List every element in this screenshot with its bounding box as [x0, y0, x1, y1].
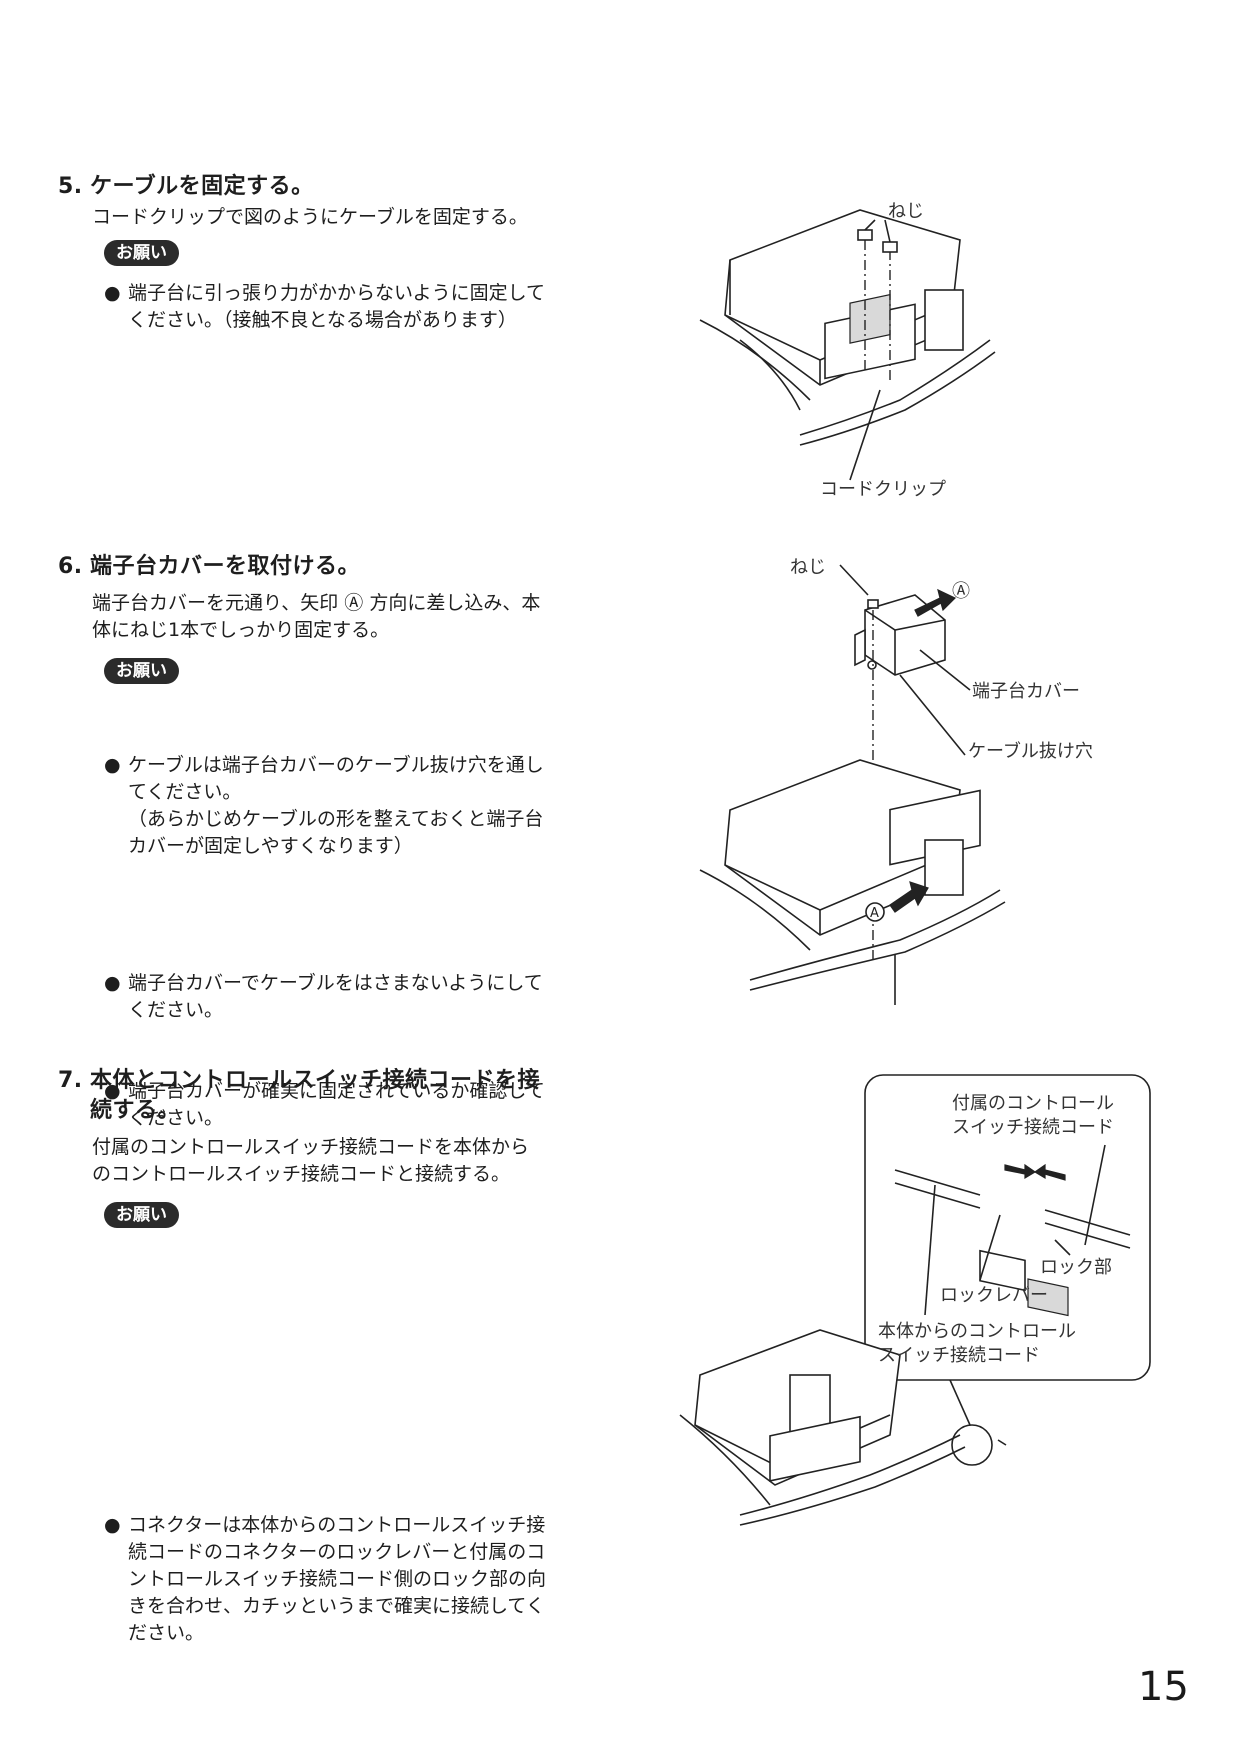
step-5-body: コードクリップで図のようにケーブルを固定する。 — [92, 206, 528, 228]
step-6-bullet-1: ● ケーブルは端子台カバーのケーブル抜け穴を通し てください。 （あらかじめケー… — [104, 754, 544, 857]
label-terminal-cover: 端子台カバー — [972, 681, 1080, 702]
step-6-bullet-2: ● 端子台カバーでケーブルをはさまないようにして ください。 — [104, 972, 543, 1021]
step-5-note-badge: お願い — [104, 240, 179, 266]
label-screw-6: ねじ — [790, 557, 826, 578]
label-body-cord: 本体からのコントロール スイッチ接続コード — [878, 1321, 1076, 1366]
step-6-body: 端子台カバーを元通り、矢印 Ⓐ 方向に差し込み、本 体にねじ1本でしっかり固定す… — [92, 592, 541, 641]
label-arrow-a: Ⓐ — [952, 581, 970, 602]
label-supplied-cord: 付属のコントロール スイッチ接続コード — [952, 1093, 1114, 1138]
step-6-note-badge: お願い — [104, 658, 179, 684]
step-7-note-badge: お願い — [104, 1202, 179, 1228]
svg-text:A: A — [870, 906, 879, 921]
figure-terminal-cover: A — [699, 564, 1006, 1005]
step-7-body: 付属のコントロールスイッチ接続コードを本体から のコントロールスイッチ接続コード… — [92, 1136, 530, 1185]
step-5-title: 5.ケーブルを固定する。 — [58, 174, 314, 199]
figure-cable-clip — [699, 209, 996, 481]
step-6-title: 6.端子台カバーを取付ける。 — [58, 554, 361, 579]
page-number: 15 — [1138, 1664, 1189, 1710]
step-5-bullet: ● 端子台に引っ張り力がかからないように固定して ください。（接触不良となる場合… — [104, 282, 546, 331]
label-screw-5: ねじ — [888, 201, 924, 222]
label-cable-hole: ケーブル抜け穴 — [968, 741, 1093, 762]
figure-connector — [679, 1074, 1151, 1526]
step-7-bullet: ● コネクターは本体からのコントロールスイッチ接 続コードのコネクターのロックレ… — [104, 1514, 547, 1644]
step-7-title: 7.本体とコントロールスイッチ接続コードを接 続する。 — [58, 1068, 541, 1123]
label-lock-part: ロック部 — [1040, 1257, 1112, 1278]
step-6-bullet-3: ● 端子台カバーが確実に固定されているか確認して ください。 — [104, 1080, 545, 1129]
label-cord-clip: コードクリップ — [820, 479, 946, 500]
label-lock-lever: ロックレバー — [940, 1285, 1048, 1306]
